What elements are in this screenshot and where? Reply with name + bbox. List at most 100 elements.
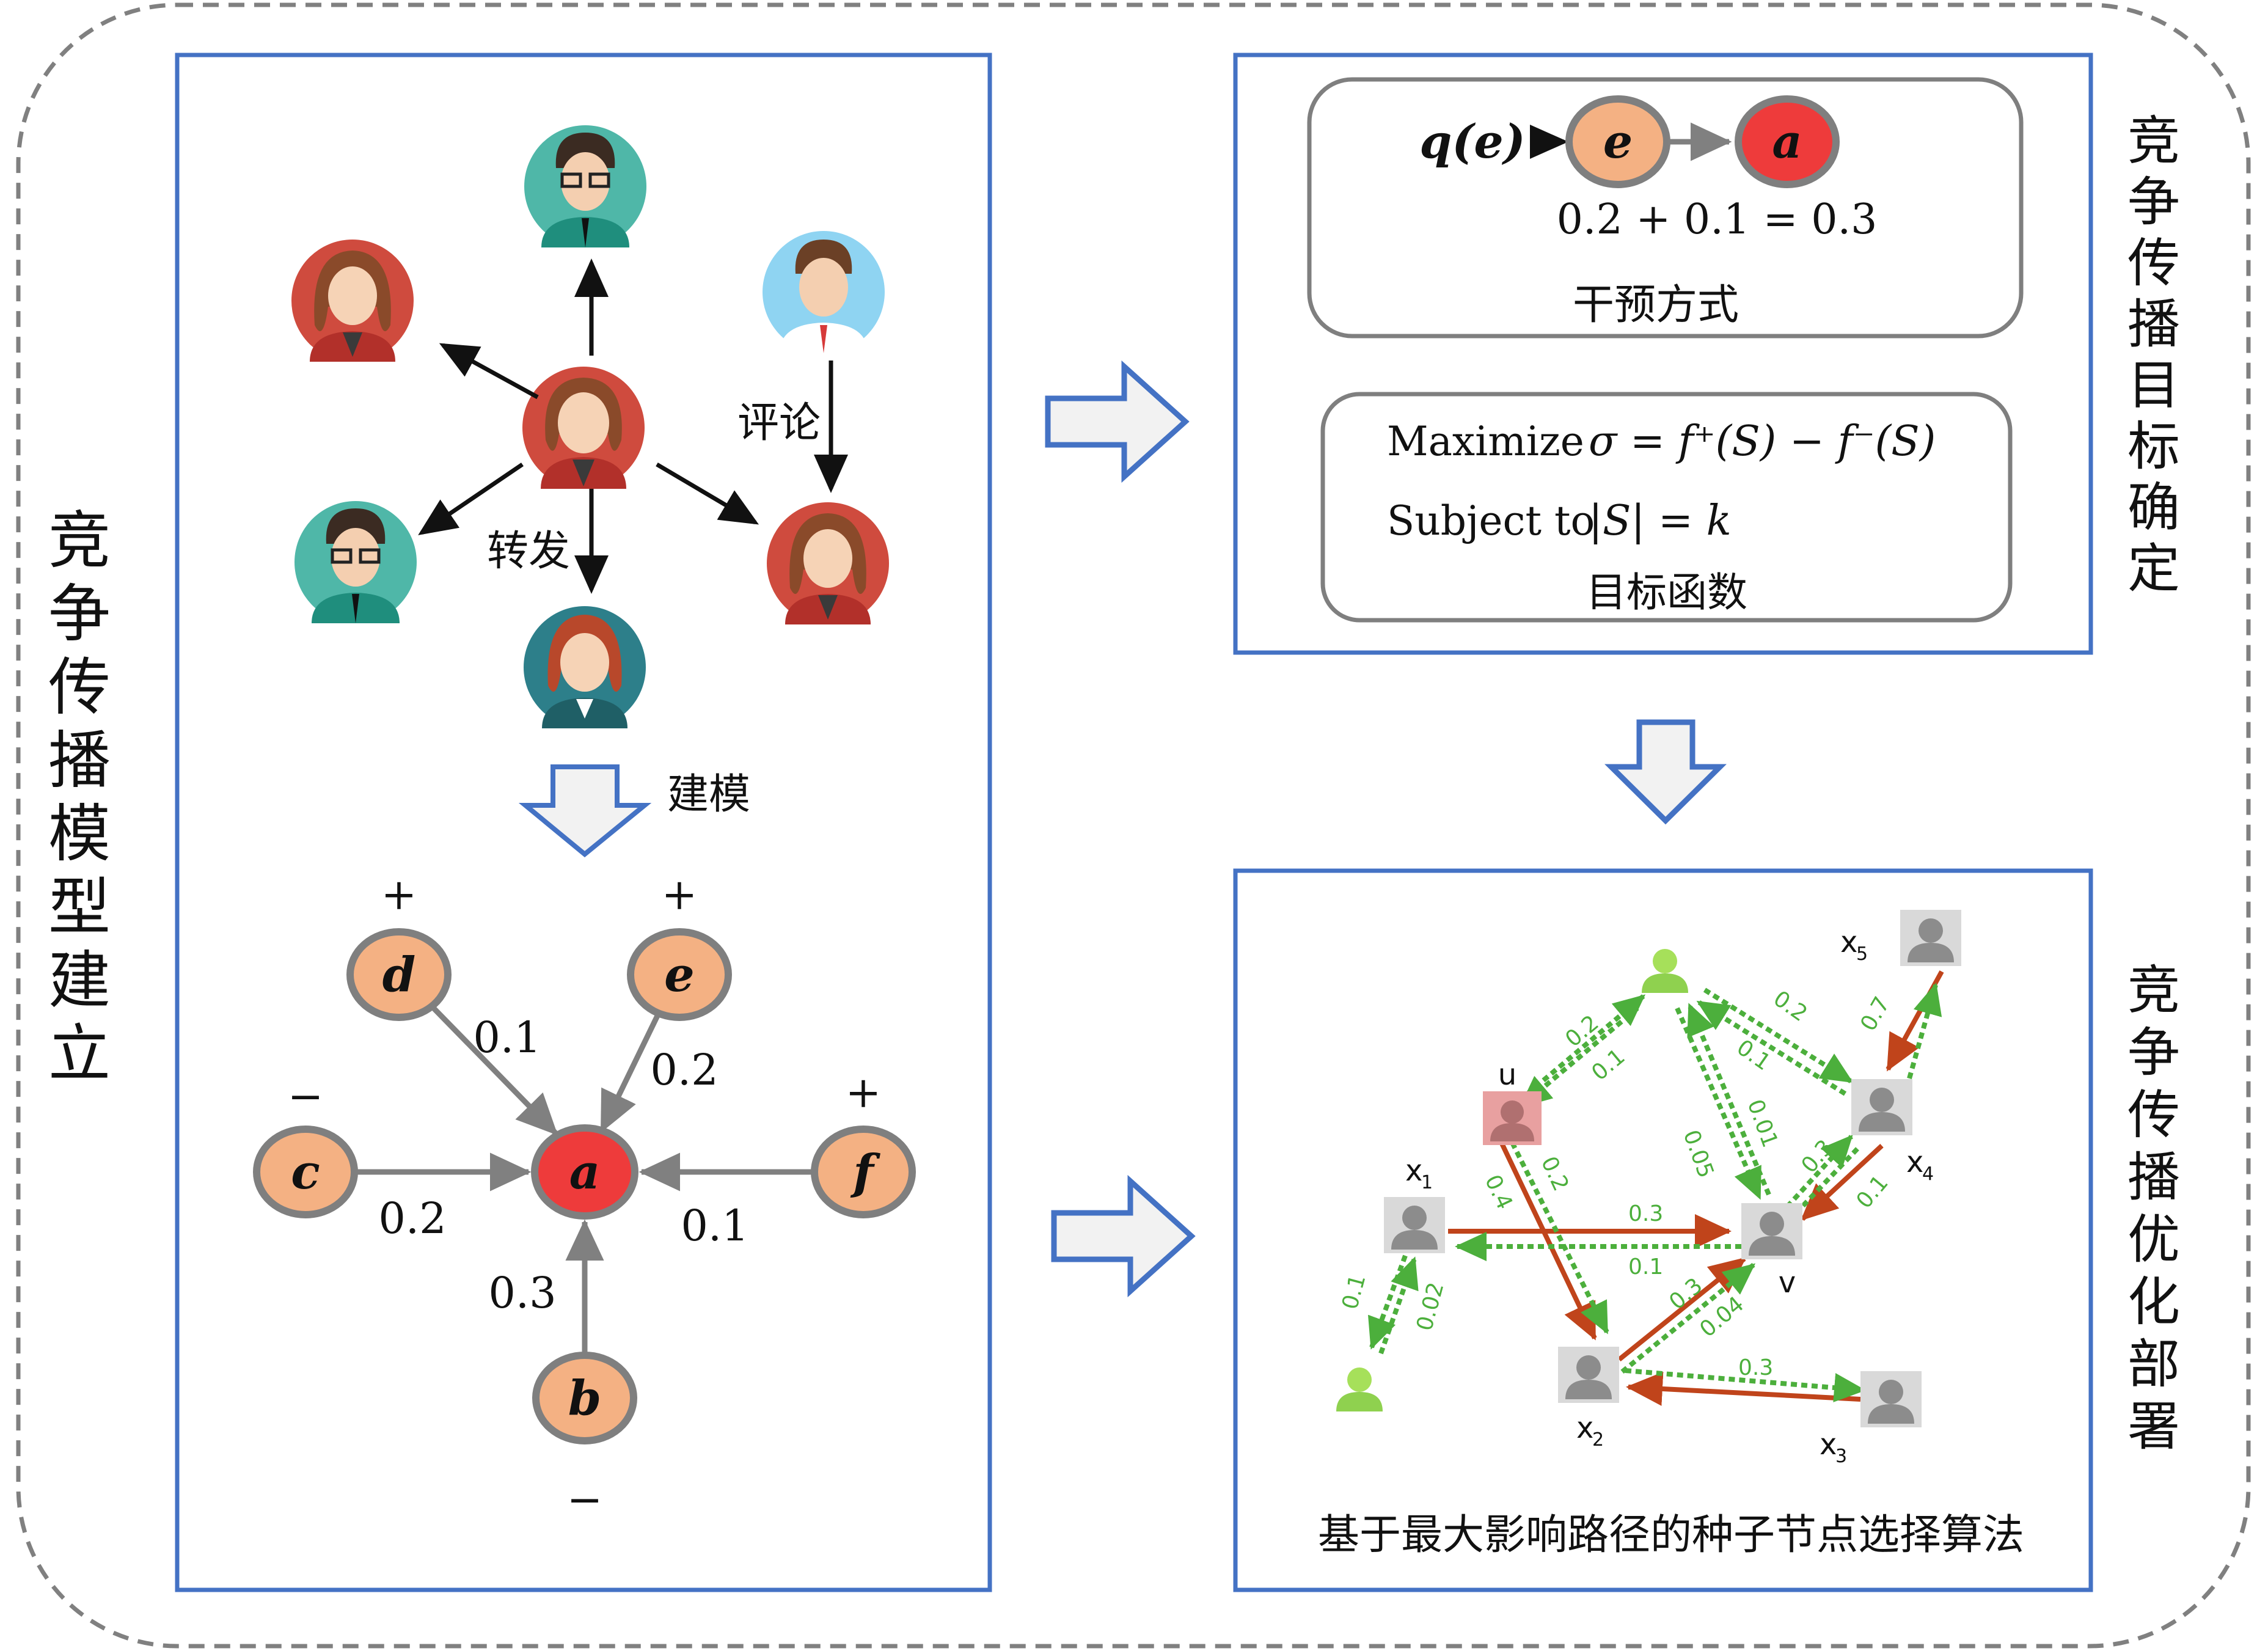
svg-text:3: 3 [1835,1446,1847,1467]
node-c: c [253,1126,358,1218]
person-u [1483,1091,1542,1145]
rtb-char: 部 [2127,1334,2180,1395]
node-e-label: e [664,947,695,1003]
green-person-top [1642,949,1688,993]
gw-u-top-b: 0.1 [1587,1044,1630,1086]
gw-v-x1: 0.1 [1628,1254,1663,1279]
label-modeling: 建模 [667,771,750,819]
label-x4: x4 [1906,1145,1934,1185]
red-edge-x4-v [1801,1144,1884,1221]
weight-d-a: 0.1 [473,1012,541,1063]
svg-text:x: x [1906,1145,1923,1179]
node-d: d [346,928,452,1021]
intervention-node-a-label: a [1772,114,1802,169]
arrow-to-bottom-left [418,463,524,535]
weight-f-a: 0.1 [681,1201,748,1251]
lt-char: 型 [48,871,111,944]
modeling-arrow: 建模 [518,764,750,858]
svg-text:5: 5 [1856,943,1868,965]
person-x5 [1900,910,1961,966]
gw-v-x2: 0.04 [1695,1292,1749,1342]
avatar-center [522,367,645,489]
rtt-char: 定 [2127,538,2180,599]
weight-c-a: 0.2 [378,1193,446,1243]
algorithm-panel [1233,868,2093,1592]
objective-line2-formula: |S| = k [1589,497,1732,545]
rtt-char: 目 [2127,355,2180,416]
avatar-bottom [524,606,646,728]
arrow-to-top-left [439,343,539,400]
social-network: 评论 转发 [291,125,889,728]
intervention-box: q(e) e a 0.2 + 0.1 = 0.3 干预方式 [1307,77,2024,339]
node-d-label: d [382,947,416,1003]
node-b-label: b [568,1371,602,1426]
rtt-char: 播 [2127,294,2180,355]
label-x2: x2 [1576,1411,1604,1451]
node-a-label: a [569,1144,601,1200]
objective-box: Maximize σ = f⁺(S) − f⁻(S) Subject to |S… [1320,392,2013,623]
svg-text:1: 1 [1421,1172,1433,1193]
right-vertical-title-top: 竞争传播目标确定 [2127,111,2180,599]
avatar-top [524,125,646,247]
label-x5: x5 [1840,925,1868,965]
rw-x1-v: 0.3 [1628,1201,1663,1226]
node-f: f [811,1126,916,1218]
objective-line1-prefix: Maximize [1387,418,1584,465]
intervention-node-e [1565,95,1670,188]
svg-text:x: x [1576,1411,1593,1445]
gw-u-x2-a: 0.4 [1480,1171,1517,1213]
node-a: a [531,1124,638,1220]
rtt-char: 确 [2127,477,2180,538]
arrow-to-bottom-right [656,462,759,525]
node-e: e [627,928,732,1021]
label-forward: 转发 [487,527,570,576]
gw-x1-green-a: 0.1 [1337,1272,1370,1312]
person-x4 [1851,1079,1912,1135]
sign-b: − [567,1474,603,1525]
node-c-label: c [291,1144,320,1200]
label-x3: x3 [1820,1427,1847,1467]
rtt-char: 竞 [2127,111,2180,172]
rtt-char: 争 [2127,172,2180,233]
red-edge-u-x2 [1498,1138,1597,1341]
person-x1 [1384,1197,1445,1253]
rtb-char: 优 [2127,1209,2180,1270]
lt-char: 立 [48,1018,111,1091]
rtt-char: 传 [2127,233,2180,294]
green-person-left [1336,1367,1383,1411]
svg-text:x: x [1820,1427,1837,1462]
rw-x5: 0.7 [1856,992,1895,1035]
arrow-down-right [1604,719,1727,825]
person-x3 [1860,1371,1922,1427]
q-label: q(e) [1419,114,1525,169]
rw-x4-v: 0.1 [1851,1171,1893,1214]
red-edge-x3-x2 [1626,1371,1861,1406]
weight-e-a: 0.2 [650,1045,718,1095]
sign-d: + [381,869,417,920]
algorithm-graph: u v x1 x2 x3 x4 x5 0.2 0.1 0.2 0.1 0.05 … [1318,910,2024,1559]
lt-char: 模 [48,798,111,871]
lt-char: 播 [48,725,111,797]
label-comment: 评论 [737,399,821,447]
gw-u-top-a: 0.2 [1560,1011,1603,1052]
avatar-bottom-left [294,501,417,623]
rw-x2-x3: 0.3 [1738,1355,1773,1380]
objective-caption: 目标函数 [1586,569,1747,616]
svg-text:2: 2 [1592,1429,1604,1451]
sign-f: + [846,1067,882,1118]
arrow-to-optimization [1051,1174,1196,1298]
intervention-caption: 干预方式 [1573,281,1739,329]
weight-b-a: 0.3 [488,1268,556,1318]
svg-text:竞争传播模型建立: 竞争传播模型建立 [48,505,111,1091]
objective-line2-prefix: Subject to [1387,497,1595,544]
model-panel [175,53,992,1592]
svg-text:竞争传播目标确定: 竞争传播目标确定 [2127,111,2180,599]
algorithm-caption: 基于最大影响路径的种子节点选择算法 [1318,1511,2024,1559]
svg-text:竞争传播优化部署: 竞争传播优化部署 [2127,960,2180,1457]
gw-v-x4: 0.3 [1796,1135,1838,1178]
avatar-bottom-right [767,502,889,624]
rtb-char: 传 [2127,1085,2180,1146]
arrow-to-objective [1045,360,1190,483]
avatar-top-right [763,231,885,353]
